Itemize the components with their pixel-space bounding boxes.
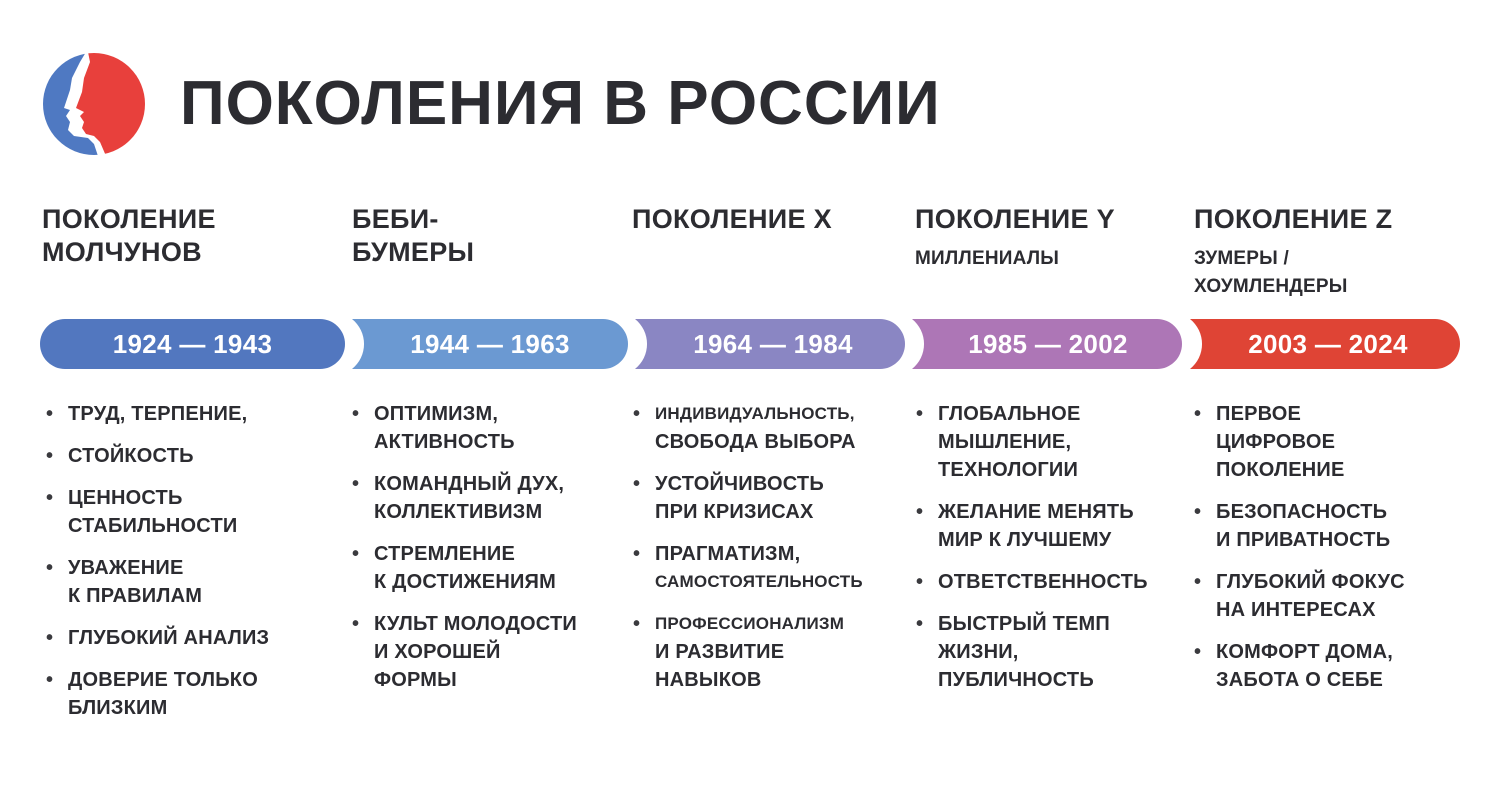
generation-name-line: ПОКОЛЕНИЕ X: [632, 204, 832, 234]
trait-item: СТОЙКОСТЬ: [42, 442, 269, 470]
generation-name-line: БУМЕРЫ: [352, 237, 475, 267]
generation-heading-z: ПОКОЛЕНИЕ Z ЗУМЕРЫ / ХОУМЛЕНДЕРЫ: [1194, 203, 1392, 301]
generation-name-line: ПОКОЛЕНИЕ Z: [1194, 204, 1393, 234]
years-label: 1944 — 1963: [410, 329, 570, 359]
generation-heading-x: ПОКОЛЕНИЕ X: [632, 203, 832, 236]
generation-heading-silent: ПОКОЛЕНИЕ МОЛЧУНОВ: [42, 203, 216, 269]
timeline-segment-1924-1943: [40, 319, 345, 369]
years-label: 2003 — 2024: [1248, 329, 1408, 359]
generation-name-line: МОЛЧУНОВ: [42, 237, 202, 267]
traits-list-boomers: ОПТИМИЗМ,АКТИВНОСТЬ КОМАНДНЫЙ ДУХ,КОЛЛЕК…: [348, 400, 577, 708]
trait-item: ИНДИВИДУАЛЬНОСТЬ,СВОБОДА ВЫБОРА: [629, 400, 863, 456]
timeline-segment-1944-1963: [352, 319, 628, 369]
two-profiles-logo-icon: [42, 52, 146, 156]
timeline-segment-2003-2024: [1190, 319, 1460, 369]
trait-item: КОМАНДНЫЙ ДУХ,КОЛЛЕКТИВИЗМ: [348, 470, 577, 526]
generation-name-line: ПОКОЛЕНИЕ Y: [915, 204, 1115, 234]
generation-name-line: ПОКОЛЕНИЕ: [42, 204, 216, 234]
years-label: 1924 — 1943: [112, 329, 273, 359]
years-label: 1985 — 2002: [968, 329, 1128, 359]
traits-list-silent: ТРУД, ТЕРПЕНИЕ, СТОЙКОСТЬ ЦЕННОСТЬСТАБИЛ…: [42, 400, 269, 736]
trait-item: ГЛУБОКИЙ АНАЛИЗ: [42, 624, 269, 652]
generation-subtitle: ЗУМЕРЫ / ХОУМЛЕНДЕРЫ: [1194, 245, 1392, 301]
trait-item: ОТВЕТСТВЕННОСТЬ: [912, 568, 1148, 596]
page-title: ПОКОЛЕНИЯ В РОССИИ: [180, 69, 941, 138]
trait-item: ТРУД, ТЕРПЕНИЕ,: [42, 400, 269, 428]
generation-subtitle: МИЛЛЕНИАЛЫ: [915, 248, 1060, 269]
trait-item: КОМФОРТ ДОМА,ЗАБОТА О СЕБЕ: [1190, 638, 1405, 694]
traits-list-x: ИНДИВИДУАЛЬНОСТЬ,СВОБОДА ВЫБОРА УСТОЙЧИВ…: [629, 400, 863, 708]
timeline-segment-1964-1984: [635, 319, 905, 369]
generation-subtitle-line: ЗУМЕРЫ /: [1194, 248, 1289, 269]
generation-subtitle-line: ХОУМЛЕНДЕРЫ: [1194, 276, 1348, 297]
timeline-segment-1985-2002: [912, 319, 1182, 369]
generation-heading-boomers: БЕБИ- БУМЕРЫ: [352, 203, 474, 269]
generation-name-line: БЕБИ-: [352, 204, 439, 234]
trait-item: ПРАГМАТИЗМ,САМОСТОЯТЕЛЬНОСТЬ: [629, 540, 863, 596]
trait-item: ОПТИМИЗМ,АКТИВНОСТЬ: [348, 400, 577, 456]
years-label: 1964 — 1984: [693, 329, 853, 359]
generation-heading-y: ПОКОЛЕНИЕ Y МИЛЛЕНИАЛЫ: [915, 203, 1115, 272]
timeline-bar: 1924 — 1943 1944 — 1963 1964 — 1984 1985…: [0, 319, 1500, 369]
